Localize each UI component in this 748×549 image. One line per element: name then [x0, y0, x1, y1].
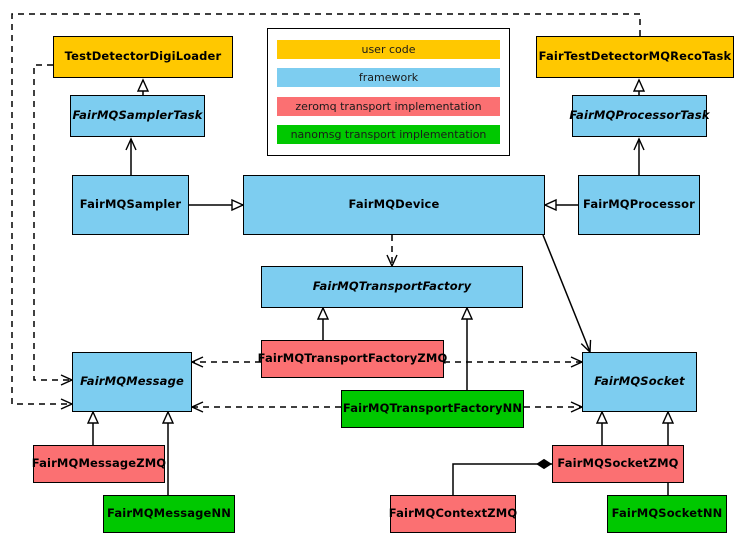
class-node-fairmqdevice[interactable]: FairMQDevice [243, 175, 545, 235]
class-node-fairmqsocketzmq[interactable]: FairMQSocketZMQ [552, 445, 684, 483]
class-node-fairmqsocketnn[interactable]: FairMQSocketNN [607, 495, 727, 533]
class-node-fairtestdetectormqrecotask[interactable]: FairTestDetectorMQRecoTask [536, 36, 734, 78]
class-node-fairmqtransportfactory[interactable]: FairMQTransportFactory [261, 266, 523, 308]
class-node-fairmqsocket[interactable]: FairMQSocket [582, 352, 697, 412]
class-node-fairmqsamplertask[interactable]: FairMQSamplerTask [70, 95, 205, 137]
edge-dependency [33, 64, 74, 386]
class-node-fairmqprocessortask[interactable]: FairMQProcessorTask [569, 95, 709, 137]
class-node-fairmqtransportfactoryzmq[interactable]: FairMQTransportFactoryZMQ [258, 340, 447, 378]
legend-item-user-code: user code [277, 39, 500, 59]
class-node-fairmqtransportfactorynn[interactable]: FairMQTransportFactoryNN [341, 390, 524, 428]
legend-box: user code framework zeromq transport imp… [267, 28, 510, 156]
class-node-fairmqmessage[interactable]: FairMQMessage [72, 352, 192, 412]
legend-item-zeromq: zeromq transport implementation [277, 96, 500, 116]
class-node-fairmqcontextzmq[interactable]: FairMQContextZMQ [389, 495, 517, 533]
class-node-fairmqmessagenn[interactable]: FairMQMessageNN [103, 495, 235, 533]
class-node-testdetectordigiloader[interactable]: TestDetectorDigiLoader [53, 36, 233, 78]
class-node-fairmqprocessor[interactable]: FairMQProcessor [578, 175, 700, 235]
class-node-fairmqmessagezmq[interactable]: FairMQMessageZMQ [32, 445, 166, 483]
legend-item-nanomsg: nanomsg transport implementation [277, 125, 500, 145]
legend-item-framework: framework [277, 68, 500, 88]
class-node-fairmqsampler[interactable]: FairMQSampler [72, 175, 189, 235]
edge-association [542, 234, 592, 354]
